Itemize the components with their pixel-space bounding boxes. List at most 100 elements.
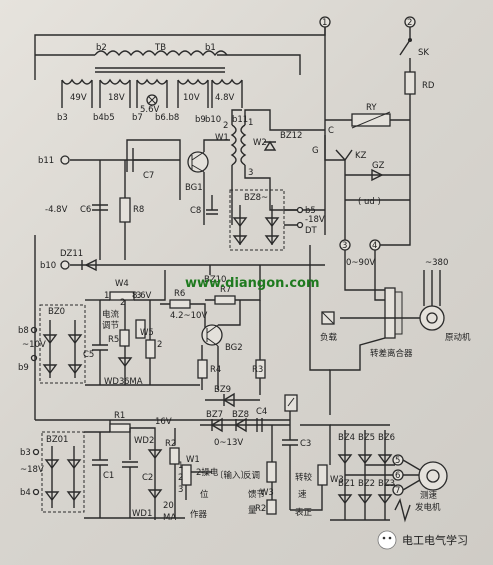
pot-w4 [109, 291, 135, 301]
sk-label: SK [418, 48, 429, 58]
v090-label: 0~90V [346, 258, 375, 268]
wechat-icon [377, 530, 397, 550]
ma20-unit-label: MA [163, 513, 176, 523]
gz-label: GZ [372, 161, 385, 171]
pot-label-2: 位 [200, 489, 209, 500]
tb-b2-label: b2 [96, 43, 107, 53]
bz8-label: BZ8 [232, 410, 249, 420]
bg1-label: BG1 [185, 183, 203, 193]
speed-label-3: 表正 [295, 507, 313, 518]
wd1-label: WD1 [132, 509, 152, 519]
ud-label: ( ud ) [358, 197, 381, 207]
v10s-label: ~10V [22, 340, 46, 350]
pin-3-label: 3 [248, 168, 253, 178]
pin-2-label: 2 [223, 121, 228, 131]
dt-label: DT [305, 226, 318, 236]
tach-label-2: 发电机 [415, 502, 441, 513]
top-bus: 1 2 [34, 16, 416, 235]
c3-label: C3 [300, 439, 311, 449]
resistor-r7 [214, 295, 236, 305]
resistor-r5 [119, 329, 130, 347]
bz7-label: BZ7 [206, 410, 223, 420]
v10-label: 10V [183, 93, 200, 103]
c6-label: C6 [80, 205, 91, 215]
bridge-bz01 [41, 431, 85, 513]
bz9-label: BZ9 [214, 385, 231, 395]
feedback-section: BZ7 BZ8 C4 0~13V 〔输入〕 C3 R2 W3 反调 馈节 量 转… [200, 394, 344, 518]
v18-label: 18V [108, 93, 125, 103]
terminal-6-label: 6 [395, 471, 400, 481]
resistor-r2b [266, 499, 277, 515]
b10-terminal [60, 260, 70, 270]
v16-label: 16V [155, 417, 172, 427]
clutch-label: 转差离合器 [370, 348, 413, 359]
w1-label: W1 [186, 455, 200, 465]
speed-label-2: 速 [298, 490, 307, 500]
r3-label: R3 [252, 365, 263, 375]
v56-label: 5.6V [140, 105, 160, 115]
bz4-label: BZ4 [338, 433, 355, 443]
motor-label: 原动机 [445, 332, 471, 343]
v86-label: 8.6V [132, 291, 152, 301]
current-adjust-label-1: 电流 [102, 309, 120, 320]
bz8-10-label: BZ8~ [244, 193, 268, 203]
feedback-label-2: 馈节 [248, 489, 266, 500]
bz2-label: BZ2 [358, 479, 375, 489]
rd-label: RD [422, 81, 435, 91]
resistor-r1 [109, 423, 131, 433]
v380-label: ~380 [425, 258, 448, 268]
terminal-1-label: 1 [322, 18, 327, 28]
r4-label: R4 [210, 365, 221, 375]
bz0-label: BZ0 [48, 307, 65, 317]
terminal-7-label: 7 [395, 486, 400, 496]
left-supply: C6 -4.8V R8 b10 DZ11 BZ10 [40, 160, 325, 285]
regulator-section: BZ0 b8 ~10V b9 C5 W4 1 2 3 8.6V 电流 调节 R5… [18, 265, 266, 408]
bz5-label: BZ5 [358, 433, 375, 443]
b4b5-label: b4b5 [93, 113, 115, 123]
w2-label: W2 [253, 138, 267, 148]
meter-box [284, 394, 298, 412]
transformer-tb: b2 TB b1 49V b3 18V b4b5 b7 5.6V b6.b8 1… [35, 43, 301, 125]
b8-label: b8 [18, 326, 29, 336]
pin-1-label: 1 [248, 118, 253, 128]
terminal-3-label: 3 [342, 241, 347, 251]
r1-label: R1 [114, 411, 125, 421]
g-label: G [312, 146, 319, 156]
w4-pin1: 1 [104, 291, 109, 301]
terminal-2 [404, 16, 416, 28]
c7-label: C7 [143, 171, 154, 181]
tb-label: TB [154, 43, 166, 53]
transistor-bg1-icon [187, 151, 209, 173]
b3-left-label: b3 [20, 448, 31, 458]
dz11-label: DZ11 [60, 249, 83, 259]
bz10-label: BZ10 [204, 275, 226, 285]
badge-text: 电工电气学习 [402, 533, 468, 547]
input-label: 〔输入〕 [215, 470, 249, 481]
v18m-label: -18V [305, 215, 325, 225]
b9-label: b9 [195, 115, 206, 125]
trigger-section: b11 C7 BG1 W1 W2 2 1 3 BZ12 C8 BZ8~ b [38, 109, 325, 251]
terminal-2-label: 2 [407, 18, 412, 28]
c5-label: C5 [83, 350, 94, 360]
ref-supply: BZ01 b3 ~18V b4 R1 C1 C2 WD2 WD1 16V R2 … [20, 55, 290, 523]
b11-terminal [60, 155, 70, 165]
power-section: SK RD RY C KZ G GZ ( ud ) 3 4 0~90V [312, 38, 435, 301]
b5-label: b5 [305, 206, 316, 216]
resistor-r8 [119, 197, 131, 223]
speed-label-1: 转较 [295, 472, 313, 483]
pot-pin-2: 2 [157, 340, 162, 350]
current-adjust-label-2: 调节 [102, 321, 120, 331]
feedback-label-3: 量 [248, 506, 257, 516]
fuse-rd [404, 71, 416, 95]
c4-label: C4 [256, 407, 267, 417]
r2-label: R2 [165, 439, 176, 449]
bz1-label: BZ1 [338, 479, 355, 489]
v49-label: 49V [70, 93, 87, 103]
b10-label: b10 [205, 115, 221, 125]
bz12-label: BZ12 [280, 131, 302, 141]
vm48-label: -4.8V [45, 205, 68, 215]
terminal-4-label: 4 [372, 241, 377, 251]
clutch-coil [384, 287, 396, 339]
